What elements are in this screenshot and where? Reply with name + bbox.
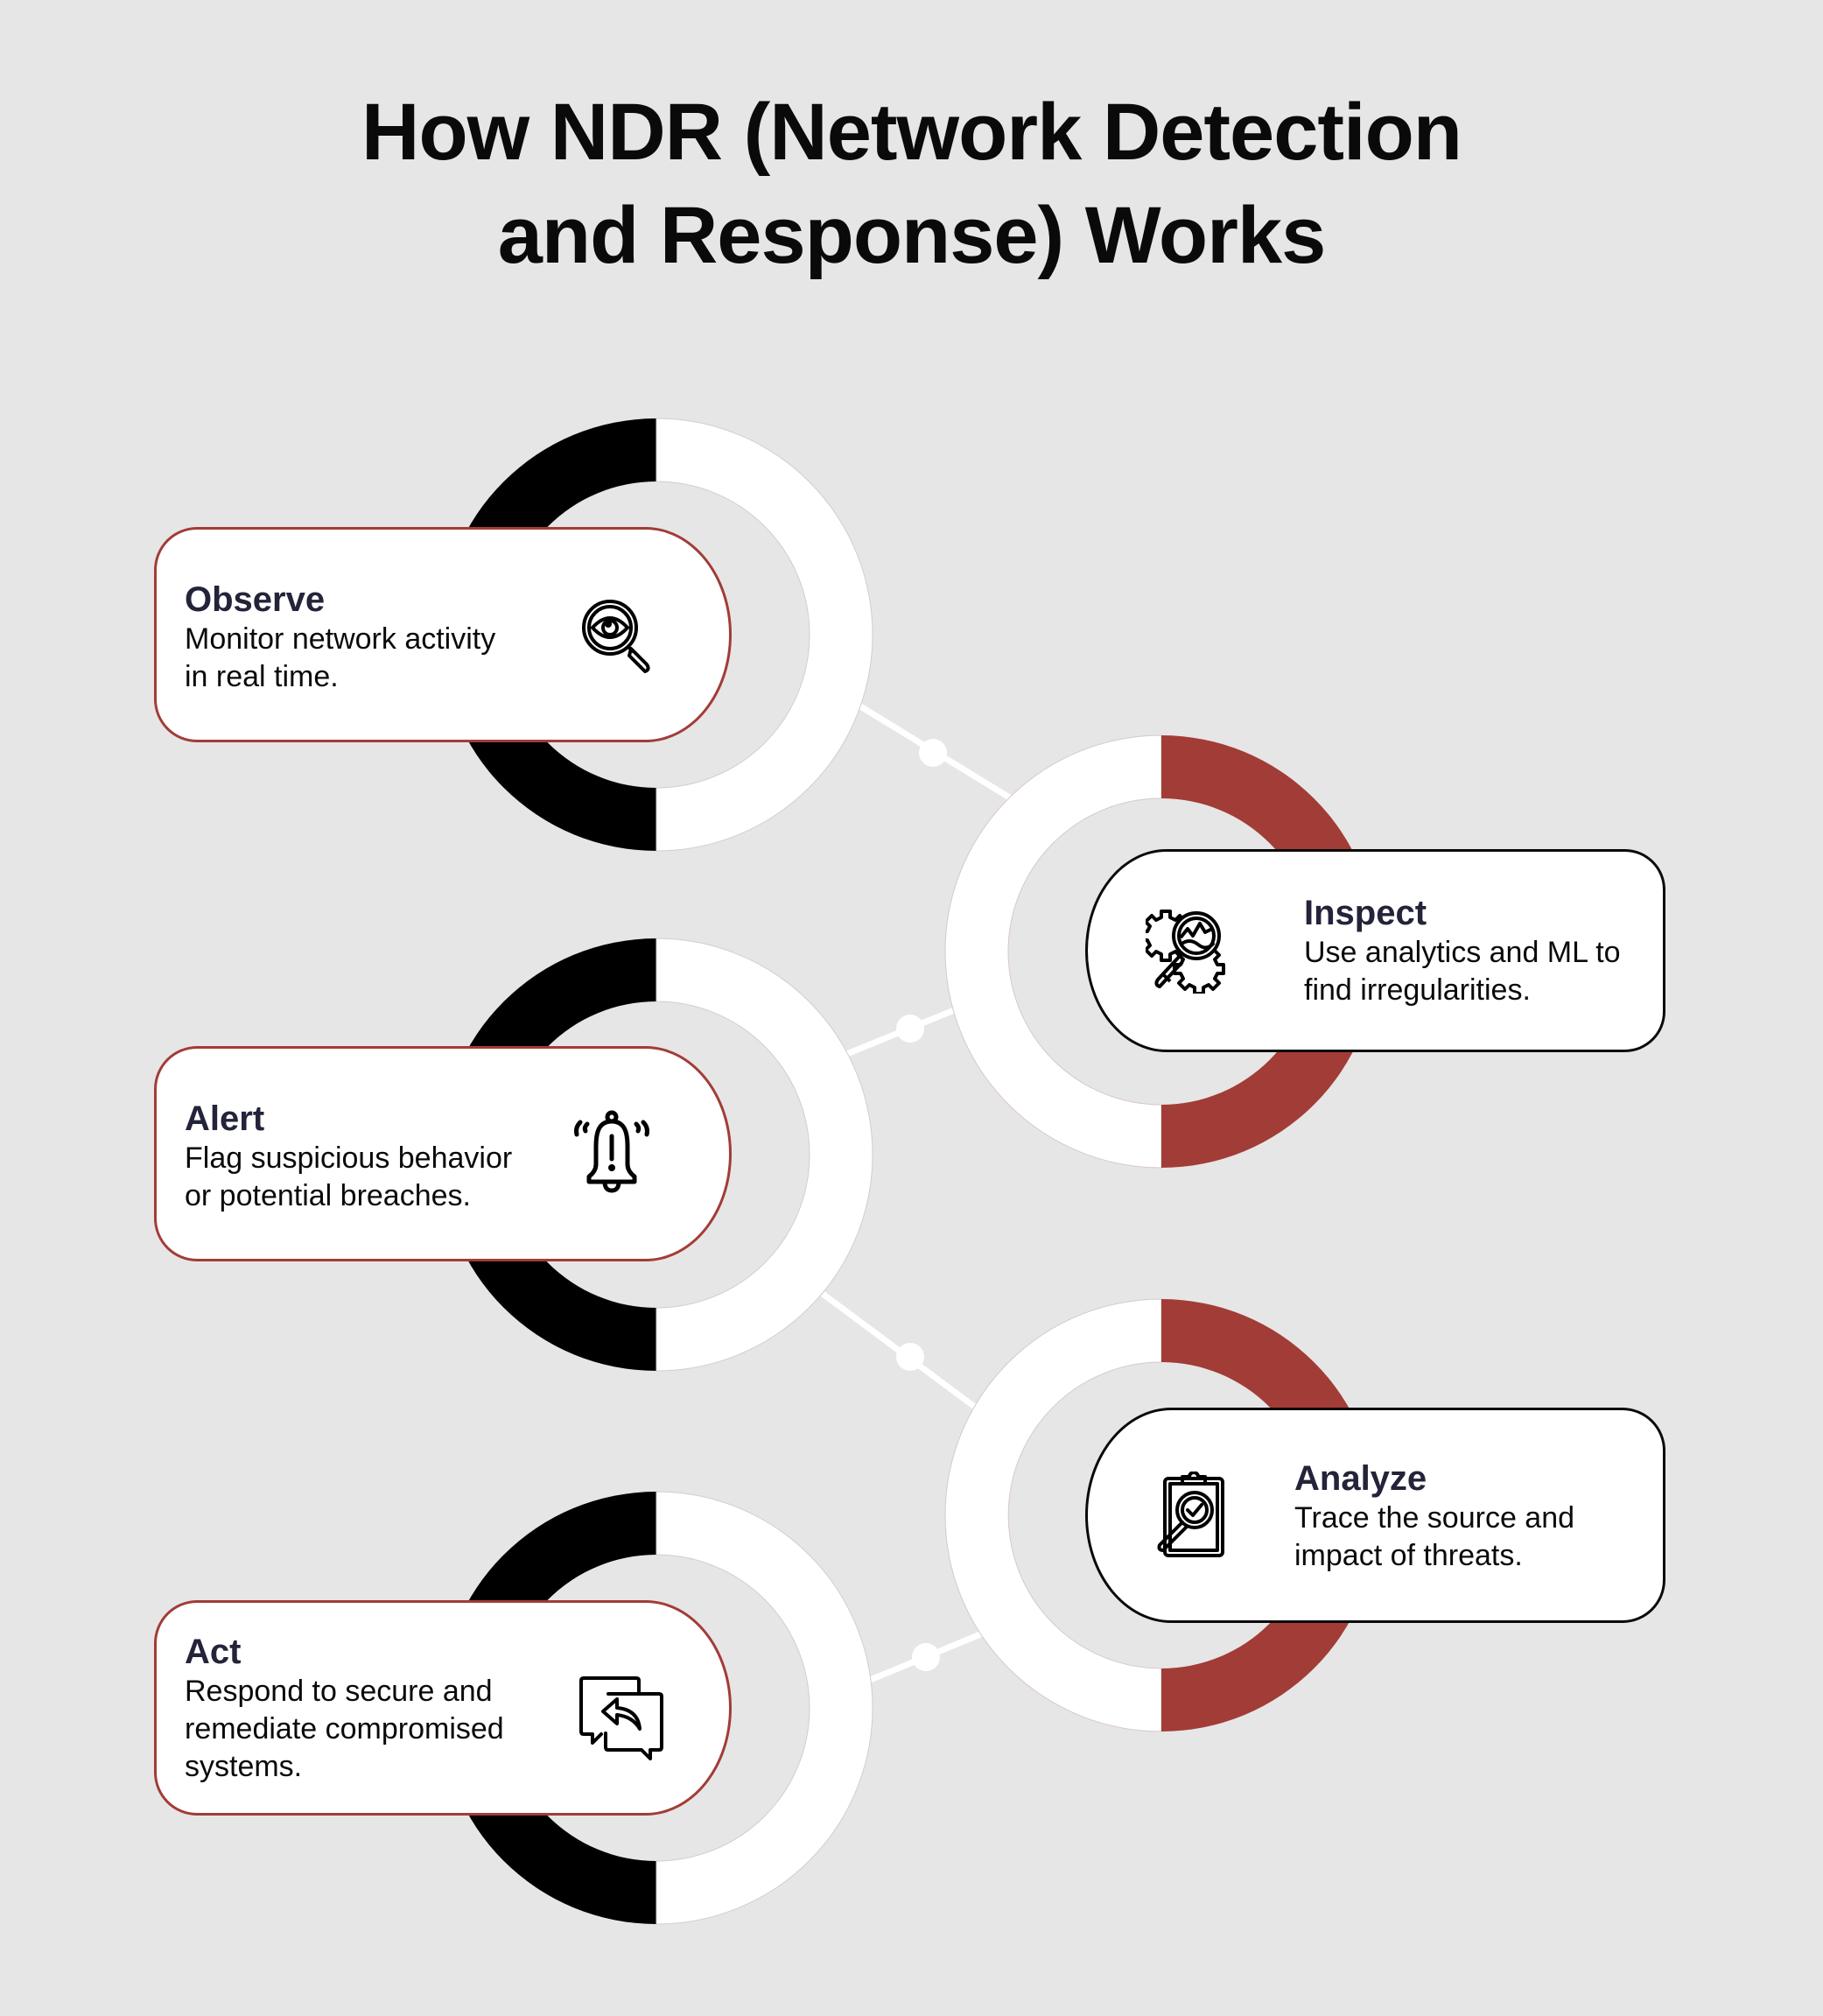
ring-inspect: [944, 734, 1378, 1169]
step-description-line: find irregularities.: [1304, 973, 1531, 1007]
ring-act-half-dark: [440, 1492, 656, 1924]
connector-node-2: [896, 1015, 924, 1043]
eye-magnifier-icon: [573, 593, 661, 680]
ring-inspect-half-light: [944, 734, 1162, 1169]
title-line-2: and Response) Works: [497, 191, 1327, 280]
step-heading: Analyze: [1294, 1459, 1427, 1498]
step-heading: Observe: [185, 580, 326, 619]
connector-node-4: [912, 1643, 940, 1671]
step-heading: Alert: [185, 1099, 265, 1138]
ring-inspect-half-red: [1161, 735, 1378, 1168]
step-description-line: impact of threats.: [1294, 1539, 1523, 1572]
ring-observe: [440, 418, 873, 852]
connector-node-1: [919, 739, 947, 767]
ring-act: [440, 1491, 873, 1925]
step-description-line: Respond to secure and: [185, 1675, 493, 1708]
step-description-line: Trace the source and: [1294, 1501, 1575, 1535]
step-description-line: systems.: [185, 1750, 303, 1783]
ring-act-half-light: [656, 1491, 873, 1925]
title-line-1: How NDR (Network Detection: [361, 88, 1462, 177]
step-card-act: Act Respond to secure and remediate comp…: [154, 1600, 732, 1816]
step-card-alert: Alert Flag suspicious behavior or potent…: [154, 1046, 732, 1261]
step-heading: Inspect: [1304, 894, 1427, 932]
ring-analyze-half-light: [944, 1298, 1162, 1732]
step-description-line: remediate compromised: [185, 1712, 504, 1746]
ring-observe-half-dark: [440, 418, 656, 851]
step-card-analyze: Analyze Trace the source and impact of t…: [1085, 1408, 1665, 1623]
reply-chat-icon: [578, 1673, 666, 1760]
step-heading: Act: [185, 1633, 242, 1671]
page-title: How NDR (Network Detection and Response)…: [0, 81, 1823, 287]
ring-alert-half-light: [656, 938, 873, 1372]
ring-analyze-half-red: [1161, 1299, 1378, 1732]
alarm-bell-icon: [568, 1106, 656, 1194]
step-card-inspect: Inspect Use analytics and ML to find irr…: [1085, 849, 1665, 1052]
step-description-line: in real time.: [185, 660, 339, 693]
connector-node-3: [896, 1343, 924, 1371]
step-description-line: Monitor network activity: [185, 622, 496, 656]
gear-magnifier-icon: [1139, 906, 1233, 995]
step-description-line: or potential breaches.: [185, 1179, 471, 1212]
connectors: [820, 702, 1013, 1684]
step-description-line: Flag suspicious behavior: [185, 1141, 513, 1175]
clipboard-check-magnifier-icon: [1146, 1471, 1233, 1559]
step-card-observe: Observe Monitor network activity in real…: [154, 527, 732, 742]
ring-observe-half-light: [656, 418, 873, 852]
ring-analyze: [944, 1298, 1378, 1732]
step-description-line: Use analytics and ML to: [1304, 936, 1621, 969]
